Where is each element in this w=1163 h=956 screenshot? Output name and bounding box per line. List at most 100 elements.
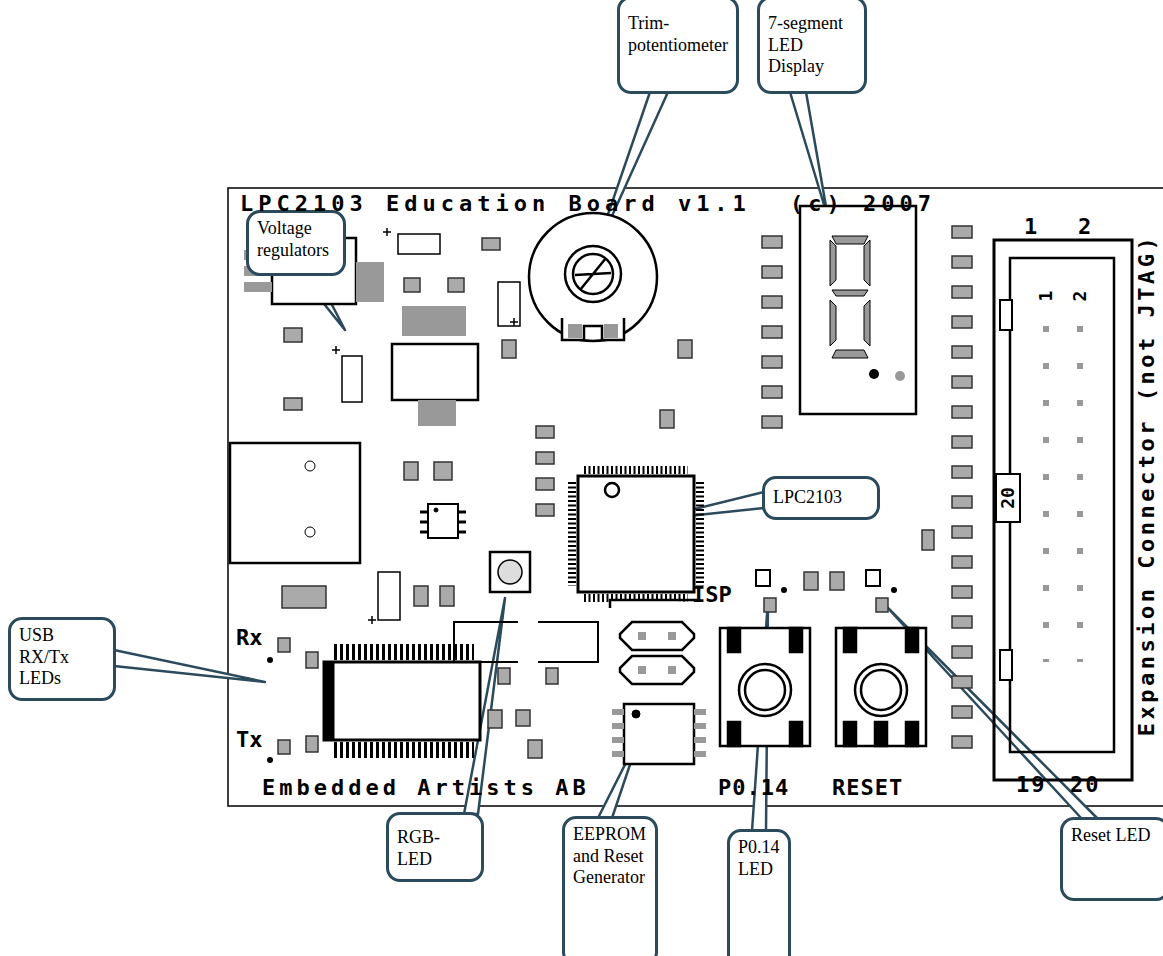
pad-symbol — [952, 616, 972, 628]
button-symbol — [745, 670, 785, 710]
microcontroller-symbol — [572, 470, 700, 598]
callout-text: RGB-LED — [397, 827, 473, 870]
callout-box: LPC2103 — [762, 476, 880, 520]
led-symbol — [866, 570, 880, 586]
microcontroller-symbol — [572, 470, 700, 598]
pad-symbol — [952, 676, 972, 688]
usb-chip-symbol — [334, 652, 474, 750]
silkscreen-label: 20 — [1070, 774, 1101, 796]
silkscreen-label: Tx — [236, 729, 263, 751]
pad-symbol — [284, 398, 302, 410]
button-symbol — [720, 628, 810, 746]
capacitor-symbol — [498, 282, 520, 326]
button-symbol — [906, 628, 918, 652]
trim-potentiometer-symbol — [529, 213, 657, 341]
callout-box: P0.14 LED — [727, 829, 791, 956]
seven-segment-display-symbol — [830, 240, 836, 286]
pad-symbol — [952, 466, 972, 478]
trim-potentiometer-symbol — [565, 246, 621, 302]
voltage-regulator-symbol — [418, 400, 456, 426]
seven-segment-display-symbol — [832, 236, 868, 244]
usb-chip-symbol — [324, 662, 334, 740]
opamp-chip-symbol — [434, 508, 438, 512]
button-symbol — [739, 664, 791, 716]
eeprom-chip-symbol — [612, 712, 706, 754]
pad-symbol — [404, 278, 420, 292]
rgb-led-symbol — [454, 552, 598, 662]
connector-symbol — [305, 461, 315, 471]
silkscreen-label: LPC2103 Education Board v1.1 — [240, 193, 751, 215]
seven-segment-display-symbol — [800, 206, 916, 414]
pad-symbol — [952, 496, 972, 508]
pad-symbol — [952, 226, 972, 238]
pad-symbol — [498, 668, 510, 684]
eeprom-chip-symbol — [612, 704, 706, 764]
leader-lines — [114, 650, 265, 682]
pad-symbol — [762, 326, 782, 338]
expansion-connector-symbol — [1010, 258, 1114, 752]
pad-symbol — [762, 356, 782, 368]
pad-symbol — [762, 296, 782, 308]
jumper-symbol — [620, 656, 694, 684]
button-symbol — [875, 722, 887, 746]
seven-segment-display-symbol — [869, 369, 879, 379]
pad-symbol — [952, 436, 972, 448]
pad-symbol — [284, 328, 302, 342]
pad-symbol — [440, 586, 454, 606]
pad-symbol — [434, 462, 452, 480]
button-symbol — [790, 722, 802, 746]
pad-symbol — [952, 706, 972, 718]
callout-text: 7-segment LED Display — [768, 13, 856, 78]
seven-segment-display-symbol — [864, 300, 870, 346]
silkscreen-label: Expansion Connector (not JTAG) — [1136, 234, 1158, 736]
jumper-symbol — [638, 666, 646, 674]
pad-symbol — [762, 416, 782, 428]
usb-chip-symbol — [324, 652, 480, 750]
expansion-connector-symbol — [1000, 650, 1012, 680]
led-symbol — [781, 587, 787, 593]
silkscreen-label: ISP — [692, 584, 732, 606]
pad-symbol — [952, 406, 972, 418]
led-symbol — [267, 657, 273, 663]
pad-symbol — [952, 646, 972, 658]
pad-symbol — [516, 710, 530, 726]
pad-symbol — [546, 668, 558, 684]
pad-symbol — [536, 504, 554, 516]
trim-potentiometer-symbol — [562, 318, 624, 340]
silkscreen-label: 19 — [1016, 774, 1047, 796]
pad-symbol — [536, 452, 554, 464]
board-outline — [228, 188, 1163, 806]
board-outline — [228, 188, 1163, 806]
pad-symbol — [952, 256, 972, 268]
pad-symbol — [536, 426, 554, 438]
opamp-chip-symbol — [420, 504, 466, 538]
opamp-chip-symbol — [428, 504, 458, 538]
pad-symbol — [952, 376, 972, 388]
button-symbol — [844, 722, 856, 746]
pad-symbol — [952, 586, 972, 598]
callout-box: Trim- potentiometer — [617, 0, 739, 94]
seven-segment-display-symbol — [832, 290, 868, 296]
callout-text: LPC2103 — [773, 487, 869, 509]
silkscreen-label: Rx — [236, 627, 263, 649]
trim-potentiometer-symbol — [604, 324, 618, 338]
silkscreen-label: (c) 2007 — [790, 193, 936, 215]
silkscreen-label: 2 — [1071, 291, 1089, 302]
jumper-symbol — [668, 632, 676, 640]
capacitor-symbol — [342, 356, 362, 402]
silkscreen-label: 20 — [999, 487, 1017, 509]
callout-text: EEPROM and Reset Generator — [573, 824, 647, 889]
pad-symbol — [282, 586, 326, 608]
pad-symbol — [876, 598, 888, 612]
led-symbol — [891, 587, 897, 593]
callout-box: EEPROM and Reset Generator — [562, 816, 658, 956]
jumper-symbol — [638, 632, 646, 640]
callout-text: USB RX/Tx LEDs — [19, 625, 105, 690]
pad-symbol — [952, 736, 972, 748]
connector-symbol — [230, 443, 360, 563]
callout-text: Voltage regulators — [257, 218, 335, 261]
rgb-led-symbol — [490, 552, 530, 592]
